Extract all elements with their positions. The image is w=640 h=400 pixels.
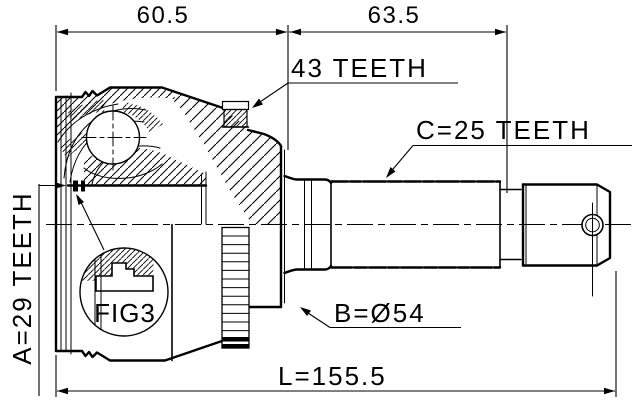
- dimension-length: L=155.5: [55, 271, 617, 397]
- dim-63-5-value: 63.5: [368, 2, 421, 29]
- label-43-teeth: 43 TEETH: [252, 53, 458, 108]
- stub-shaft: [499, 183, 612, 297]
- body-diameter-text: B=Ø54: [334, 298, 426, 328]
- label-a29-teeth: A=29 TEETH: [7, 182, 66, 396]
- abs-teeth-text: 43 TEETH: [291, 53, 428, 83]
- outer-spline-text: C=25 TEETH: [416, 115, 591, 145]
- fig3-detail-balloon: FIG3: [76, 194, 169, 337]
- dim-60-5-value: 60.5: [137, 2, 190, 29]
- shaft: [283, 174, 612, 297]
- inner-race-hub: [66, 171, 208, 225]
- fig3-leader: [77, 195, 105, 251]
- outer-race-outline: [54, 86, 285, 362]
- length-value: L=155.5: [278, 361, 387, 391]
- fig3-balloon-label: FIG3: [94, 298, 156, 328]
- dimension-60-5: 60.5: [55, 2, 289, 150]
- dimension-63-5: 63.5: [289, 2, 508, 193]
- snap-ring-profile: [95, 262, 154, 292]
- label-b-diameter: B=Ø54: [300, 298, 461, 329]
- outer-race-section-hatch: [56, 87, 281, 224]
- shaft-spline: [329, 180, 502, 269]
- abs-tone-ring: [221, 100, 250, 349]
- label-c25-teeth: C=25 TEETH: [386, 115, 632, 178]
- inner-spline-text: A=29 TEETH: [7, 191, 37, 364]
- ball-bearing: [81, 105, 147, 171]
- tone-ring-ribs: [221, 226, 250, 349]
